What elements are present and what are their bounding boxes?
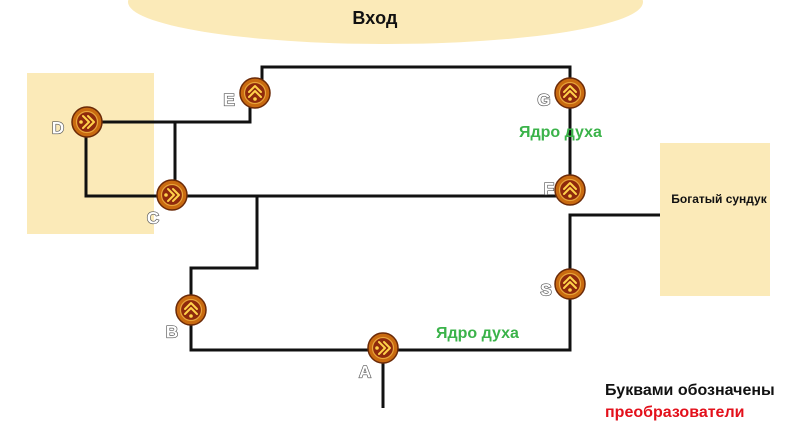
rune-converter-icon [79,115,95,129]
core-label-upper: Ядро духа [519,124,602,141]
chest-label: Богатый сундук [671,192,767,206]
converter-node-s [554,268,586,300]
rune-converter-icon [248,85,262,101]
converter-node-g [554,77,586,109]
rune-converter-icon [164,188,180,202]
rune-converter-icon [563,182,577,198]
room-left [27,73,154,234]
node-label-f: F [544,179,554,198]
converter-node-e [239,77,271,109]
path-s-chest [568,213,660,283]
chest-room [660,143,770,296]
path-d-e [87,90,262,124]
converter-node-a [367,332,399,364]
entrance-label: Вход [352,8,398,28]
legend: Буквами обозначены преобразователи [605,380,775,424]
node-label-g: G [537,90,550,109]
converter-node-b [175,294,207,326]
node-label-a: A [359,362,371,381]
node-label-b: B [166,322,178,341]
core-label-lower: Ядро духа [436,325,519,342]
rune-converter-icon [563,85,577,101]
node-label-s: S [540,280,551,299]
path-e-g [260,65,572,92]
converter-node-c [156,179,188,211]
legend-line-1: Буквами обозначены [605,382,775,399]
rune-converter-icon [184,302,198,318]
rune-converter-icon [375,341,391,355]
path-d-c-loop [84,124,173,198]
converter-node-d [71,106,103,138]
legend-line-2: преобразователи [605,404,745,421]
node-label-d: D [52,118,64,137]
node-label-c: C [147,208,159,227]
rune-converter-icon [563,276,577,292]
node-label-e: E [223,90,234,109]
converter-node-f [554,174,586,206]
